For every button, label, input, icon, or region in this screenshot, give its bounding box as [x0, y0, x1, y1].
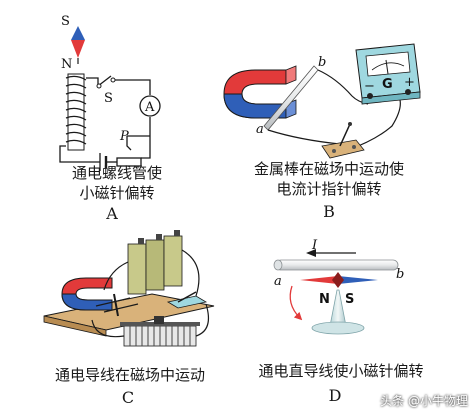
switch-c: [166, 291, 208, 309]
straight-wire-ab: [273, 249, 399, 271]
label-current: I: [311, 238, 318, 253]
label-ammeter: A: [144, 100, 155, 115]
caption-b-line2: 电流计指针偏转: [276, 180, 382, 198]
galvanometer: G − +: [355, 43, 421, 105]
caption-a-line1: 通电螺线管使: [71, 164, 162, 182]
panel-b-figure: a b G: [223, 43, 421, 159]
label-wire-end-b: b: [396, 267, 404, 282]
label-needle-north-d: N: [319, 292, 330, 307]
label-switch: S: [104, 91, 113, 106]
letter-c: C: [121, 388, 135, 407]
label-needle-south: S: [61, 14, 70, 29]
compass-stand: [311, 289, 365, 335]
switch-pivot: [96, 83, 102, 89]
horseshoe-magnet-c: [61, 277, 113, 311]
letter-a: A: [106, 204, 118, 223]
solenoid: [65, 73, 87, 151]
compass-needle-d: [300, 272, 378, 288]
compass-needle-a: [71, 26, 85, 64]
label-galvanometer: G: [382, 77, 393, 92]
switch-contact: [110, 77, 116, 83]
panel-d-figure: I a b N S: [273, 238, 404, 335]
battery-pack: [127, 230, 183, 295]
label-rod-end-a: a: [256, 122, 264, 137]
letter-b: B: [323, 202, 335, 221]
horseshoe-magnet-b: [223, 65, 297, 119]
label-needle-south-d: S: [345, 292, 354, 307]
caption-b-line1: 金属棒在磁场中运动使: [253, 160, 404, 178]
rotation-arrow: [289, 285, 303, 321]
label-galv-plus: +: [404, 75, 415, 90]
label-rheostat-slider: P: [119, 129, 129, 144]
switch-b: [321, 122, 365, 159]
watermark: 头条 @小牛物理: [380, 394, 468, 408]
rails-and-rod-c: [95, 249, 200, 317]
caption-d: 通电直导线使小磁针偏转: [258, 362, 424, 380]
label-needle-north: N: [61, 57, 72, 72]
rheostat-c: [91, 303, 209, 347]
label-rod-end-b: b: [318, 55, 326, 70]
letter-d: D: [328, 386, 342, 405]
panel-a-figure: S N: [59, 14, 161, 171]
label-galv-minus: −: [364, 79, 375, 94]
caption-a-line2: 小磁针偏转: [79, 184, 155, 202]
label-wire-end-a: a: [274, 274, 282, 289]
caption-c: 通电导线在磁场中运动: [54, 366, 205, 384]
ammeter: A: [139, 95, 161, 117]
panel-c-figure: [43, 230, 215, 347]
